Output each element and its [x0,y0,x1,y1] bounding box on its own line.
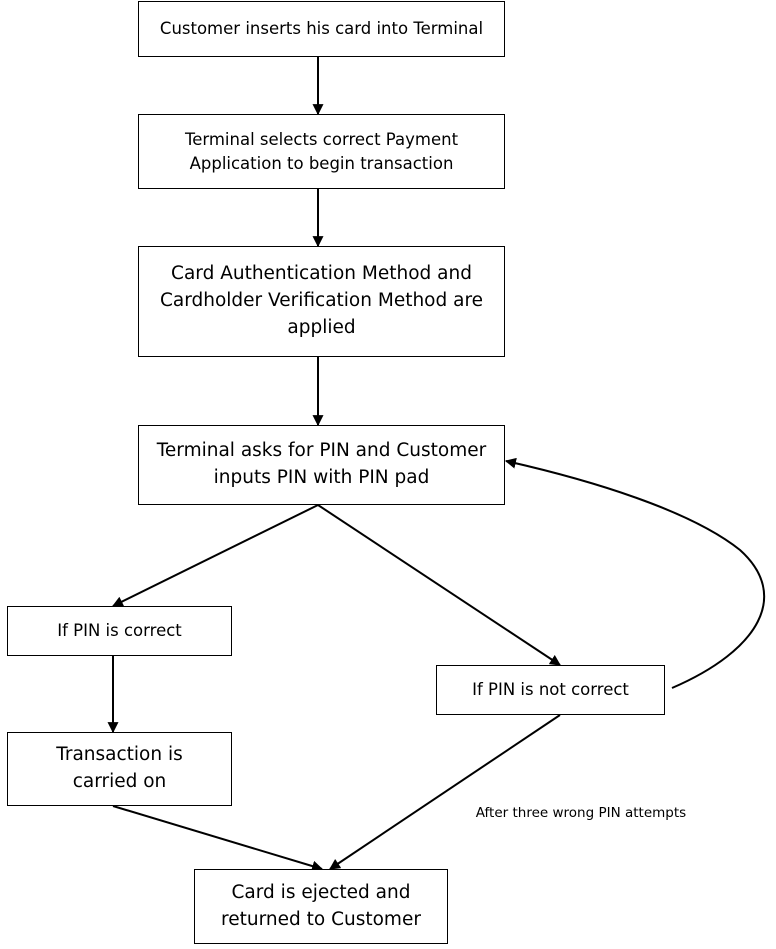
decision-pin-not-correct: If PIN is not correct [436,665,665,715]
step-insert-card-label: Customer inserts his card into Terminal [159,19,484,39]
arrow-pin-entry-to-correct [112,504,319,607]
step-card-ejected: Card is ejected and returned to Customer [194,869,448,944]
step-insert-card: Customer inserts his card into Terminal [138,1,505,57]
step-select-application-label: Terminal selects correct Payment Applica… [184,129,459,173]
step-pin-entry-label: Terminal asks for PIN and Customer input… [156,440,487,488]
step-pin-entry: Terminal asks for PIN and Customer input… [138,425,505,505]
decision-pin-correct-label: If PIN is correct [57,621,182,641]
arrow-not-correct-to-card-ejected [329,714,561,870]
step-authentication: Card Authentication Method and Cardholde… [138,246,505,357]
step-card-ejected-label: Card is ejected and returned to Customer [221,881,421,930]
decision-pin-correct: If PIN is correct [7,606,232,656]
arrow-pin-entry-to-not-correct [317,504,561,666]
arrow-retry-loop [504,457,766,689]
arrow-transaction-to-card-ejected [112,805,324,872]
decision-pin-not-correct-label: If PIN is not correct [472,680,629,700]
step-select-application: Terminal selects correct Payment Applica… [138,114,505,189]
retry-note: After three wrong PIN attempts [475,805,687,821]
step-transaction-label: Transaction is carried on [56,744,183,792]
step-transaction: Transaction is carried on [7,732,232,806]
step-authentication-label: Card Authentication Method and Cardholde… [159,263,484,338]
